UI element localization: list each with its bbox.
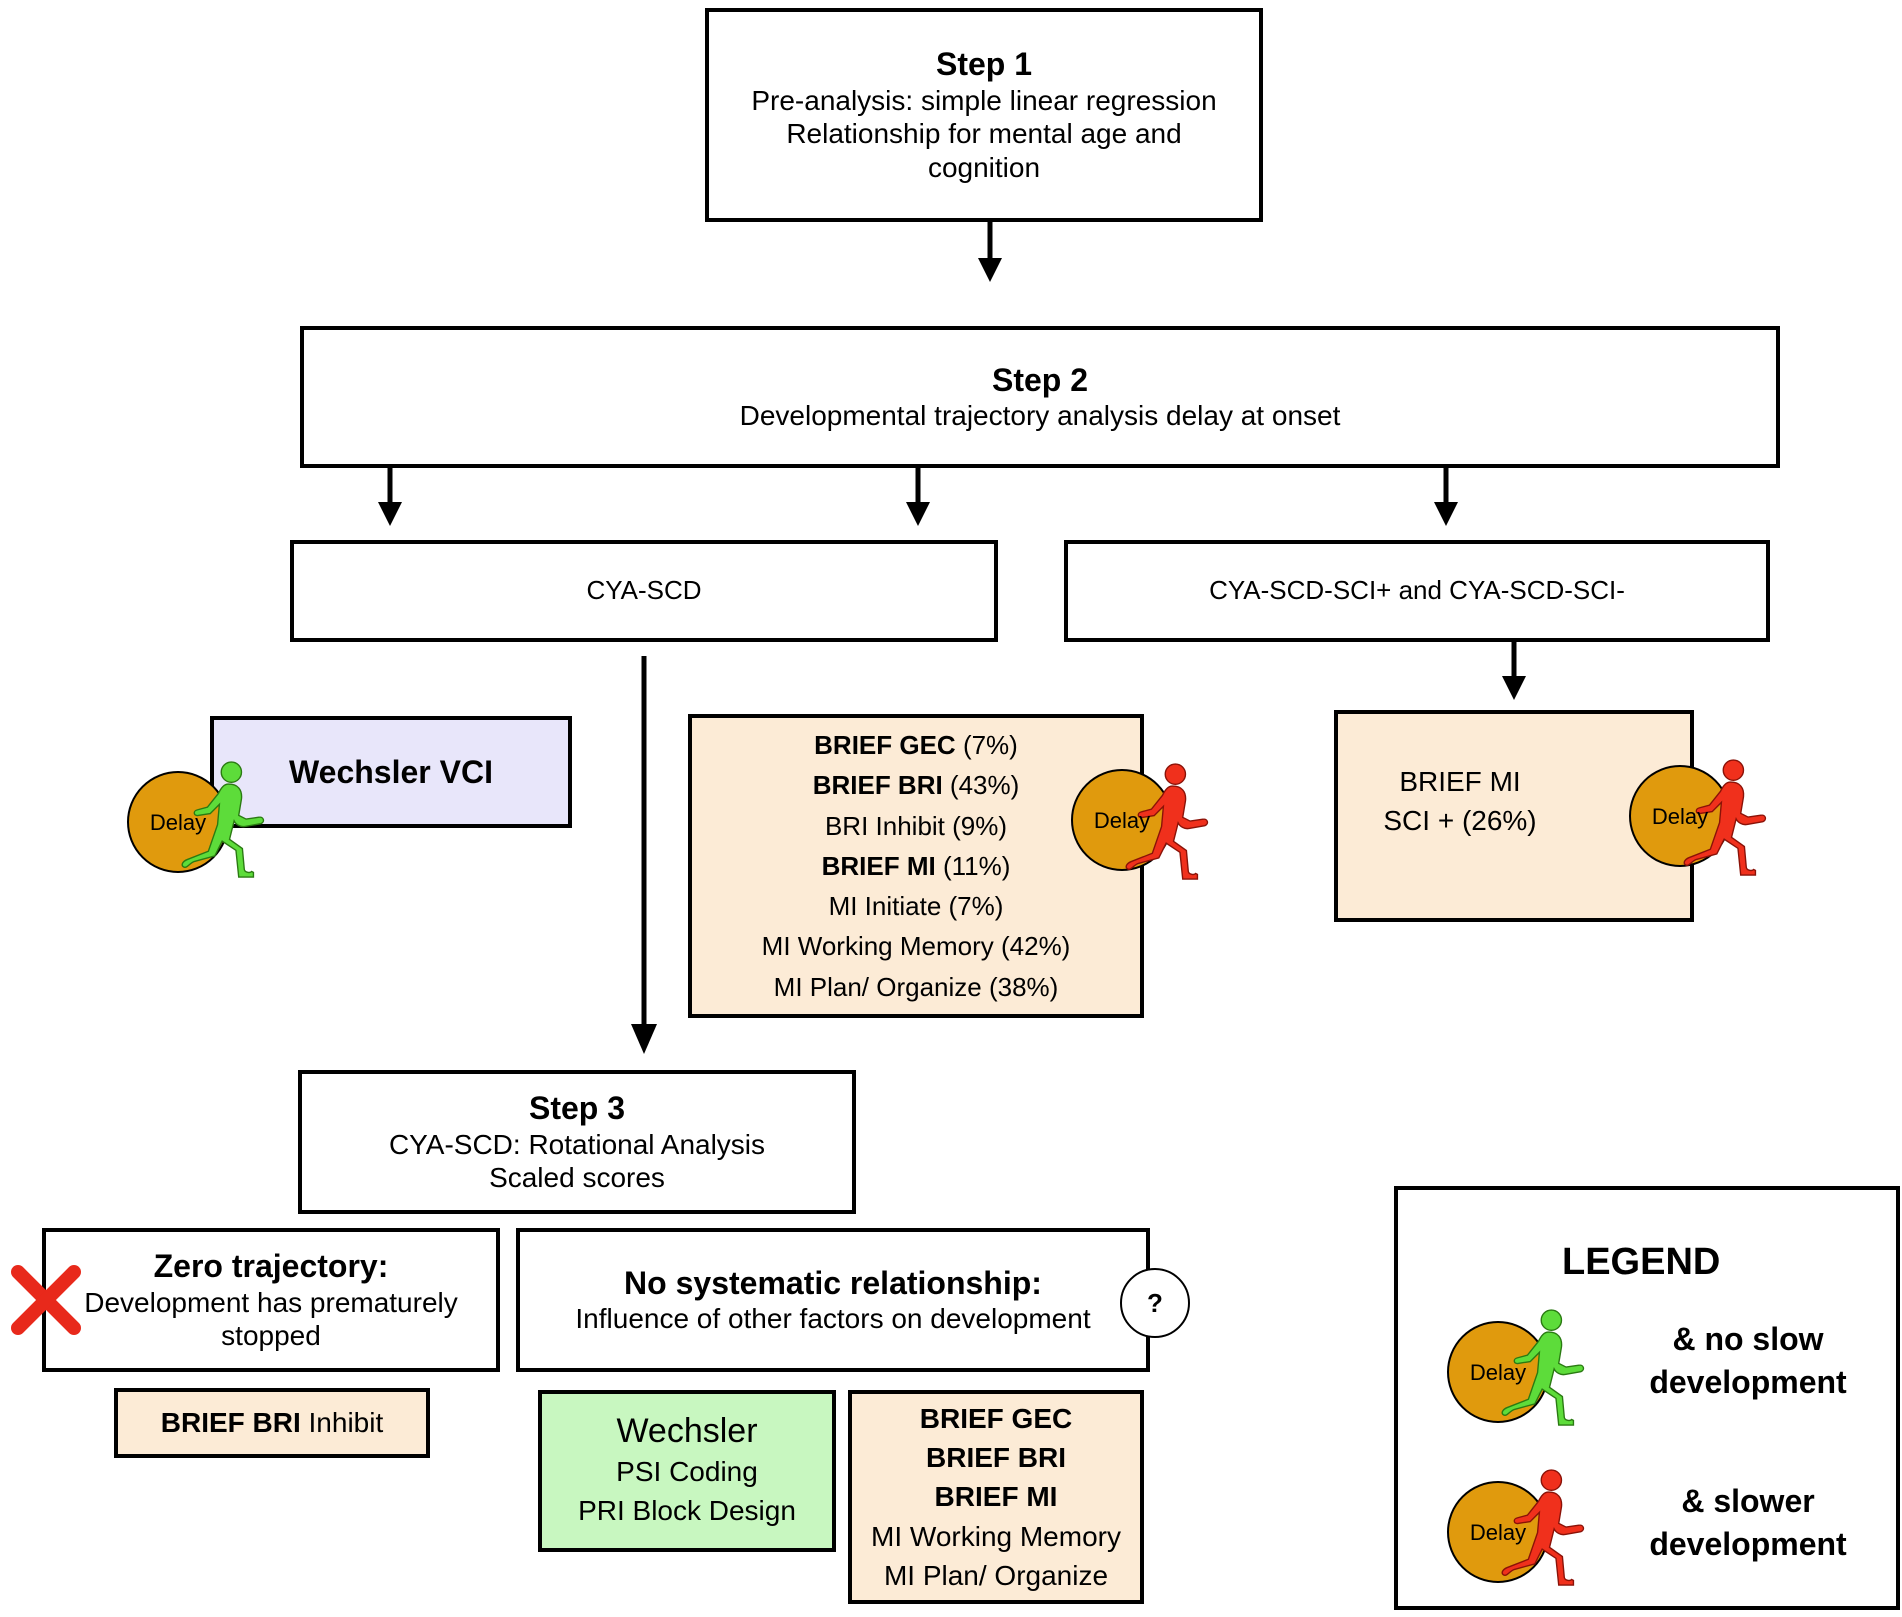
step3-box: Step 3 CYA-SCD: Rotational Analysis Scal…: [298, 1070, 856, 1214]
brief2-bri: BRIEF BRI: [926, 1442, 1066, 1474]
wechsler-box: Wechsler PSI Coding PRI Block Design: [538, 1390, 836, 1552]
step2-box: Step 2 Developmental trajectory analysis…: [300, 326, 1780, 468]
delay-label: Delay: [1652, 804, 1708, 829]
wechsler-line2: PRI Block Design: [578, 1495, 796, 1527]
group-cya-scd-sci-label: CYA-SCD-SCI+ and CYA-SCD-SCI-: [1209, 575, 1625, 606]
zero-trajectory-box: Zero trajectory: Development has prematu…: [42, 1228, 500, 1372]
zero-title: Zero trajectory:: [153, 1248, 389, 1285]
legend-badge-red: Delay: [1447, 1469, 1585, 1586]
brief-line-mi-plan: MI Plan/ Organize (38%): [773, 971, 1059, 1002]
step1-line1: Pre-analysis: simple linear regression: [751, 84, 1217, 116]
arrow-sci-group-box: [1502, 642, 1526, 700]
delay-label: Delay: [150, 810, 206, 835]
group-cya-scd-sci: CYA-SCD-SCI+ and CYA-SCD-SCI-: [1064, 540, 1770, 642]
step1-box: Step 1 Pre-analysis: simple linear regre…: [705, 8, 1263, 222]
step2-line1: Developmental trajectory analysis delay …: [739, 400, 1341, 432]
legend-box: LEGEND Delay & no slow development Delay…: [1394, 1186, 1900, 1610]
brief2-mi: BRIEF MI: [934, 1481, 1058, 1513]
bri-inhibit-label: BRIEF BRI Inhibit: [160, 1407, 384, 1439]
step3-line2: Scaled scores: [489, 1162, 665, 1194]
brief-line-bri-inhibit: BRI Inhibit (9%): [824, 810, 1008, 841]
brief2-gec: BRIEF GEC: [919, 1403, 1073, 1435]
group-cya-scd: CYA-SCD: [290, 540, 998, 642]
delay-label: Delay: [1470, 1360, 1526, 1385]
delay-badge-red-brief: Delay: [1071, 763, 1209, 880]
legend-item2-text: & slower development: [1649, 1483, 1847, 1563]
delay-label: Delay: [1470, 1520, 1526, 1545]
legend-item1-text: & no slow development: [1649, 1321, 1847, 1401]
nosys-line1: Influence of other factors on developmen…: [575, 1303, 1091, 1335]
group-cya-scd-label: CYA-SCD: [586, 575, 702, 606]
nosys-title: No systematic relationship:: [624, 1265, 1042, 1301]
wechsler-vci-label: Wechsler VCI: [289, 753, 493, 790]
brief2-plan: MI Plan/ Organize: [883, 1559, 1109, 1591]
brief-line-mi: BRIEF MI (11%): [821, 850, 1011, 881]
brief-line-mi-wm: MI Working Memory (42%): [761, 931, 1071, 962]
brief-line-mi-initiate: MI Initiate (7%): [828, 891, 1004, 922]
arrow-step2-left-a: [378, 468, 402, 526]
brief2-wm: MI Working Memory: [871, 1520, 1121, 1552]
step1-line3: cognition: [927, 151, 1041, 183]
delay-label: Delay: [1094, 808, 1150, 833]
arrow-cya-scd-step3: [631, 656, 657, 1054]
sci-line1: BRIEF MI: [1399, 766, 1521, 797]
arrow-step2-right: [1434, 468, 1458, 526]
legend-title: LEGEND: [1562, 1241, 1721, 1283]
step3-title: Step 3: [528, 1090, 626, 1127]
legend-badge-green: Delay: [1447, 1309, 1585, 1426]
brief-box-2: BRIEF GEC BRIEF BRI BRIEF MI MI Working …: [848, 1390, 1144, 1604]
arrow-step1-step2: [978, 222, 1002, 282]
step1-line2: Relationship for mental age and: [786, 118, 1182, 150]
step3-line1: CYA-SCD: Rotational Analysis: [388, 1128, 766, 1160]
bri-inhibit-box: BRIEF BRI Inhibit: [114, 1388, 430, 1458]
step1-title: Step 1: [935, 46, 1033, 83]
wechsler-line1: PSI Coding: [616, 1456, 758, 1488]
wechsler-title: Wechsler: [616, 1412, 758, 1451]
cross-icon: [11, 1265, 81, 1335]
brief-line-gec: BRIEF GEC (7%): [814, 729, 1018, 760]
no-systematic-box: No systematic relationship: Influence of…: [516, 1228, 1150, 1372]
delay-badge-red-sci: Delay: [1629, 759, 1767, 876]
wechsler-vci-box: Wechsler VCI: [210, 716, 572, 828]
delay-badge-green-vci: Delay: [127, 761, 265, 878]
sci-line2: SCI + (26%): [1383, 805, 1537, 837]
brief-list-box: BRIEF GEC (7%) BRIEF BRI (43%) BRI Inhib…: [688, 714, 1144, 1018]
arrow-step2-left-b: [906, 468, 930, 526]
question-icon: ?: [1120, 1268, 1190, 1338]
step2-title: Step 2: [991, 362, 1089, 398]
zero-line1: Development has prematurely: [84, 1286, 458, 1318]
zero-line2: stopped: [221, 1320, 321, 1352]
brief-line-bri: BRIEF BRI (43%): [812, 770, 1020, 801]
